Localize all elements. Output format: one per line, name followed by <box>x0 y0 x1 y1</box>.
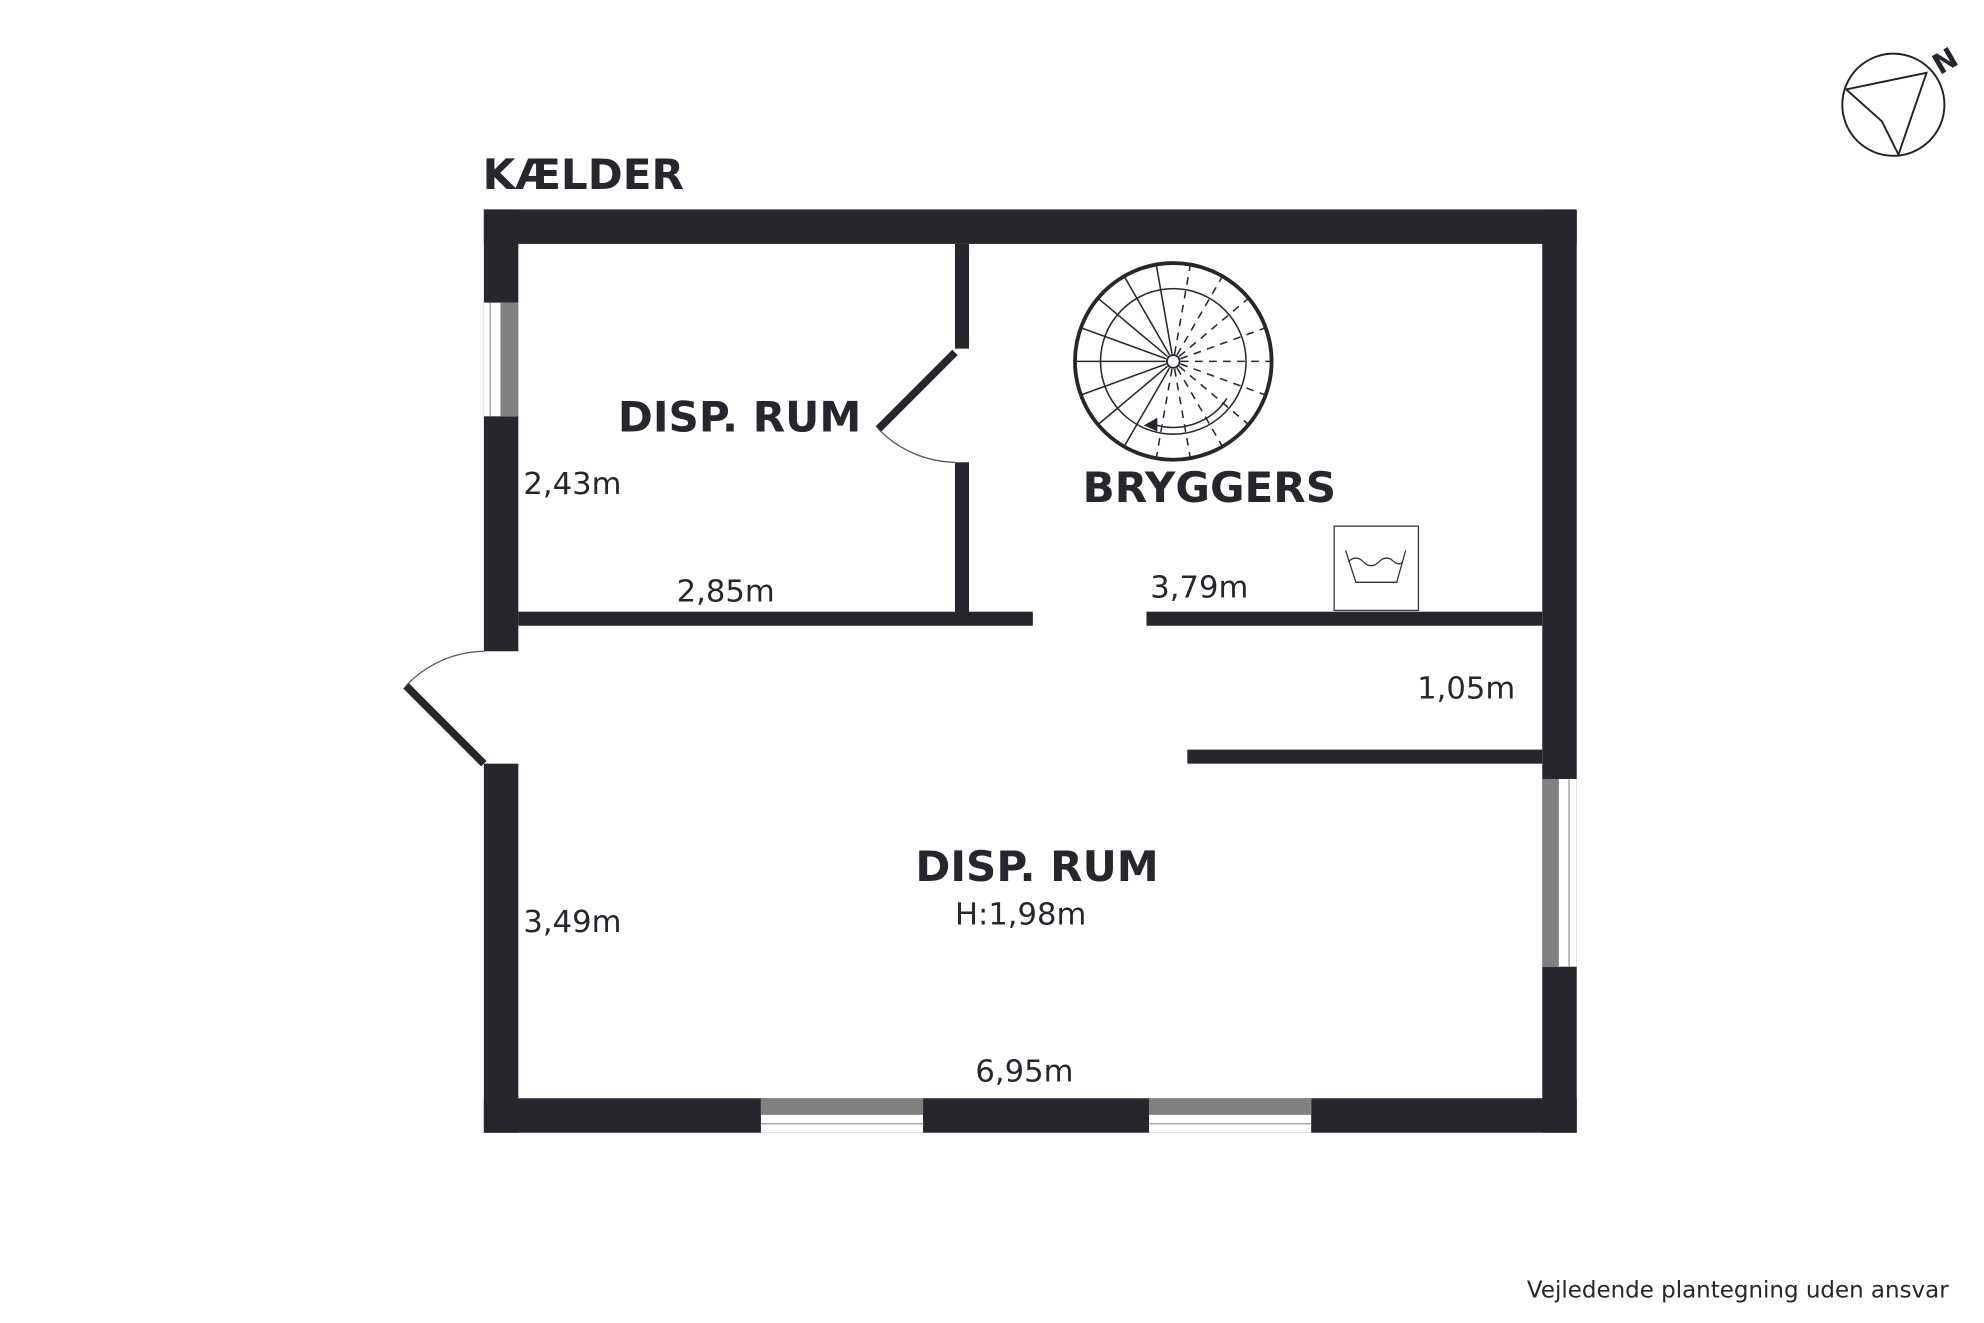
stair-tread <box>1080 363 1167 396</box>
washing-machine-icon <box>1333 525 1420 612</box>
room-label-storage-1: DISP. RUM <box>618 393 861 442</box>
stair-tread <box>1176 275 1224 356</box>
stair-tread <box>1180 363 1266 396</box>
door-storage <box>875 349 958 463</box>
dim-storage-1-width: 2,85m <box>677 574 775 609</box>
stair-tread <box>1123 275 1171 356</box>
window-left <box>483 302 519 417</box>
dim-utility-width: 3,79m <box>1150 571 1248 606</box>
stair-tread <box>1097 297 1168 358</box>
floor-title: KÆLDER <box>483 150 684 199</box>
stair-tread <box>1178 365 1250 426</box>
stair-tread <box>1180 327 1266 360</box>
window-bottom-1 <box>760 1098 924 1133</box>
compass-north-label: N <box>1927 41 1964 81</box>
room-label-utility: BRYGGERS <box>1083 463 1336 512</box>
stair-tread <box>1155 264 1173 354</box>
window-right <box>1542 778 1577 967</box>
spiral-stairs-icon <box>1073 261 1274 462</box>
stair-tread <box>1173 264 1192 354</box>
stair-tread <box>1155 368 1173 459</box>
interior-walls <box>518 243 1543 764</box>
dim-storage-2-width: 6,95m <box>975 1055 1073 1090</box>
stair-tread <box>1097 365 1168 426</box>
stair-tread <box>1123 367 1171 447</box>
stair-tread <box>1178 297 1250 358</box>
room-height-label: H:1,98m <box>955 898 1086 933</box>
dim-storage-1-height: 2,43m <box>523 467 621 502</box>
door-entrance <box>403 650 487 767</box>
dim-hall-depth: 1,05m <box>1417 672 1515 707</box>
windows <box>483 302 1577 1133</box>
stair-tread <box>1080 327 1167 360</box>
disclaimer: Vejledende plantegning uden ansvar <box>1527 1277 1949 1303</box>
stair-tread <box>1173 368 1192 459</box>
dim-storage-2-height: 3,49m <box>523 905 621 940</box>
exterior-walls <box>483 209 1577 1133</box>
compass-icon <box>1841 52 1946 157</box>
stair-tread <box>1176 367 1224 447</box>
window-bottom-2 <box>1149 1098 1312 1133</box>
room-label-storage-2: DISP. RUM <box>915 842 1158 891</box>
